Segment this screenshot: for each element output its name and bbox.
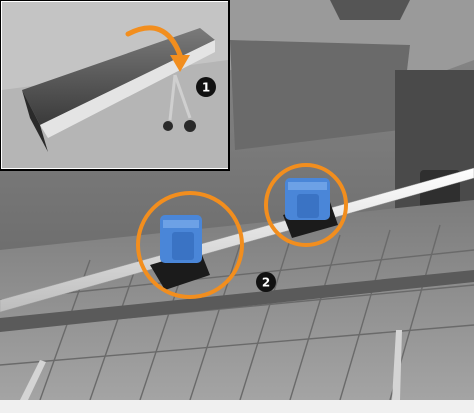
- control-panel: [330, 0, 410, 20]
- step-callout-2-label: 2: [262, 276, 270, 290]
- paper-clip-left: [150, 215, 210, 290]
- inset-detail-panel: [0, 0, 230, 171]
- step-callout-1-label: 1: [202, 81, 210, 95]
- step-callout-1: 1: [196, 77, 216, 97]
- inset-lid: [22, 28, 215, 125]
- paper-clip-right: [283, 178, 338, 238]
- stand-leg-right: [392, 330, 402, 400]
- bottom-strip: [0, 400, 474, 413]
- curved-arrow-icon: [125, 25, 183, 58]
- highlight-circle-right: [264, 163, 348, 247]
- arrow-head: [170, 55, 190, 72]
- stand-leg-left: [20, 360, 46, 400]
- back-panel: [230, 40, 410, 150]
- step-callout-2: 2: [256, 272, 276, 292]
- front-lip: [0, 270, 474, 332]
- highlight-circle-left: [136, 191, 244, 299]
